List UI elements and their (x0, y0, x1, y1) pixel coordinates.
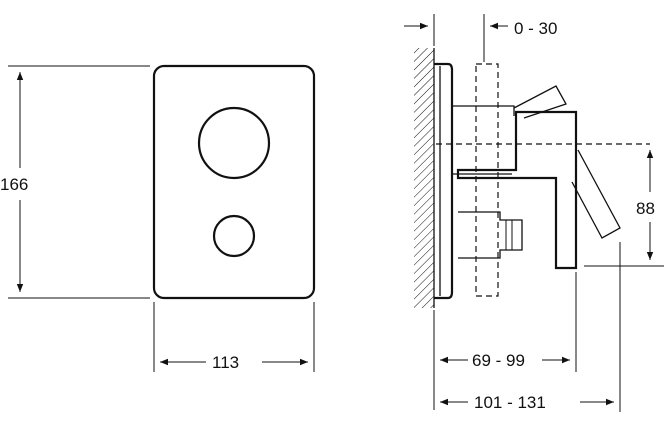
body-depth-dimension: 69 - 99 (433, 272, 577, 410)
lever-upper (513, 85, 567, 119)
body-depth-label: 69 - 99 (472, 351, 525, 370)
width-label: 113 (212, 353, 239, 372)
lever-angled (571, 149, 621, 239)
plate-profile (434, 62, 454, 300)
concealed-box-dashed (475, 63, 499, 297)
small-knob (212, 214, 256, 258)
large-knob (197, 106, 271, 180)
handle-offset-label: 88 (636, 199, 655, 218)
total-depth-dimension: 101 - 131 (440, 242, 621, 412)
adjust-dimension: 0 - 30 (404, 14, 557, 62)
wall-hatch (414, 48, 434, 308)
adjust-label: 0 - 30 (514, 19, 557, 38)
handle-body (456, 110, 578, 270)
width-dimension: 113 (153, 302, 315, 372)
handle-offset-dimension: 88 (584, 150, 664, 267)
total-depth-label: 101 - 131 (474, 393, 546, 412)
height-dimension: 166 (0, 65, 150, 299)
side-view: 0 - 30 88 69 - 99 101 - 131 (404, 14, 664, 412)
diverter-knob (458, 211, 523, 259)
cover-plate (152, 64, 316, 300)
height-label: 166 (0, 175, 28, 194)
front-view: 166 113 (0, 64, 316, 372)
